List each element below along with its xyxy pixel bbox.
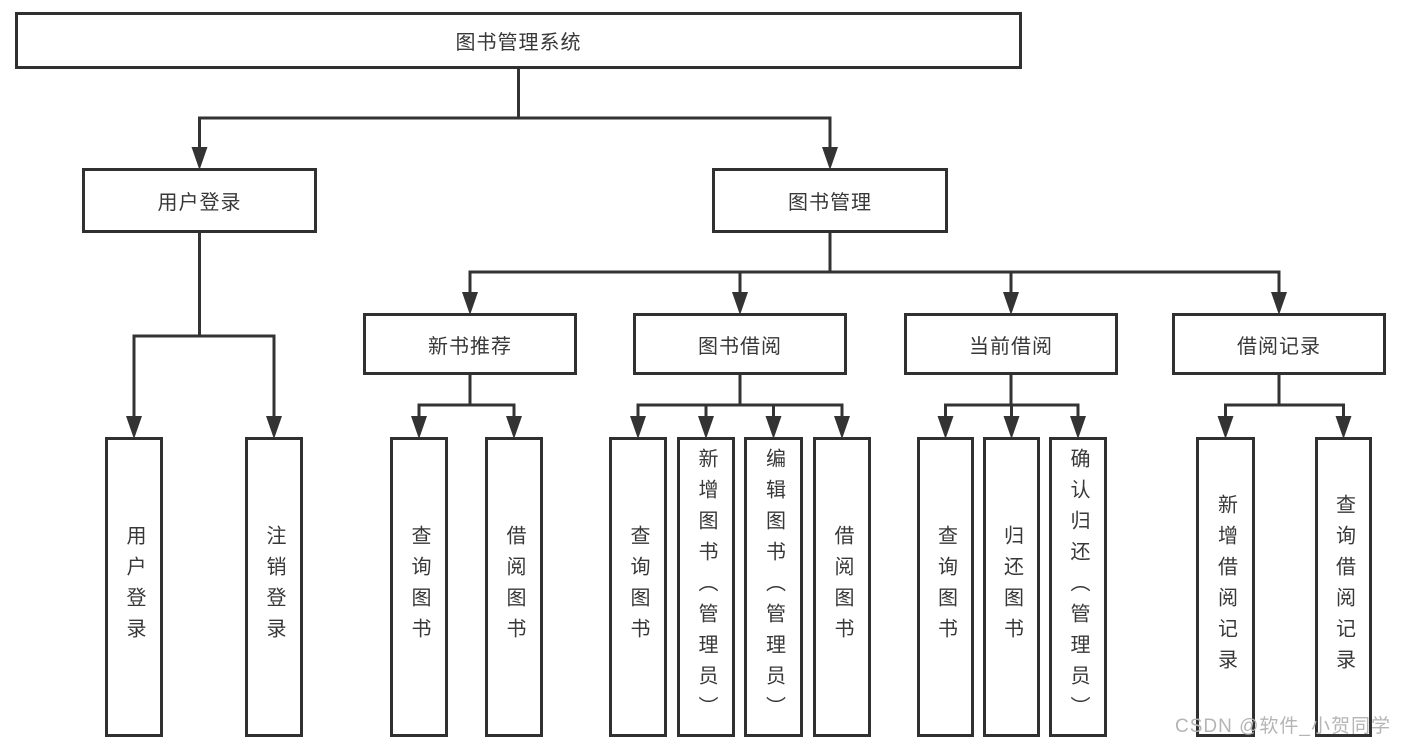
arrowhead-icon bbox=[462, 292, 478, 315]
arrowhead-icon bbox=[126, 416, 142, 439]
node-label-cur-return: 归还图书 bbox=[1000, 525, 1023, 649]
arrowhead-icon bbox=[506, 416, 522, 439]
node-label-cur-query: 查询图书 bbox=[934, 525, 957, 649]
node-label-nb-borrow: 借阅图书 bbox=[503, 525, 525, 649]
node-label-nb-query: 查询图书 bbox=[408, 525, 430, 649]
arrowhead-icon bbox=[191, 147, 208, 170]
node-bw-edit: 编辑图书（管理员） bbox=[744, 437, 803, 737]
node-label-bw-edit: 编辑图书（管理员） bbox=[762, 447, 785, 727]
node-label-mgmt: 图书管理 bbox=[788, 192, 872, 214]
node-bw-add: 新增图书（管理员） bbox=[677, 437, 735, 737]
node-cur-query: 查询图书 bbox=[917, 437, 974, 737]
node-label-bw-borrow: 借阅图书 bbox=[831, 525, 853, 649]
node-label-login: 用户登录 bbox=[157, 192, 242, 214]
arrowhead-icon bbox=[834, 416, 850, 439]
node-login-out: 注销登录 bbox=[245, 437, 303, 737]
arrowhead-icon bbox=[266, 416, 282, 439]
node-new-book: 新书推荐 bbox=[363, 313, 577, 375]
node-label-new-book: 新书推荐 bbox=[428, 335, 512, 358]
node-bw-query: 查询图书 bbox=[609, 437, 667, 737]
node-label-bw-add: 新增图书（管理员） bbox=[695, 447, 717, 727]
arrowhead-icon bbox=[1217, 416, 1234, 439]
node-cur-confirm: 确认归还（管理员） bbox=[1049, 437, 1107, 737]
node-rec-add: 新增借阅记录 bbox=[1196, 437, 1255, 737]
arrowhead-icon bbox=[1003, 416, 1020, 439]
node-label-rec-add: 新增借阅记录 bbox=[1214, 494, 1237, 680]
node-label-bw-query: 查询图书 bbox=[627, 525, 649, 649]
arrowhead-icon bbox=[732, 292, 748, 315]
node-records: 借阅记录 bbox=[1172, 313, 1386, 375]
node-rec-query: 查询借阅记录 bbox=[1315, 437, 1372, 737]
node-login-user: 用户登录 bbox=[105, 437, 163, 737]
node-nb-query: 查询图书 bbox=[390, 437, 448, 737]
node-label-cur-confirm: 确认归还（管理员） bbox=[1067, 447, 1089, 727]
node-bw-borrow: 借阅图书 bbox=[813, 437, 871, 737]
arrowhead-icon bbox=[411, 416, 427, 439]
node-cur-return: 归还图书 bbox=[983, 437, 1040, 737]
node-mgmt: 图书管理 bbox=[712, 168, 948, 233]
node-label-login-user: 用户登录 bbox=[123, 525, 145, 649]
arrowhead-icon bbox=[1335, 416, 1352, 439]
node-root: 图书管理系统 bbox=[15, 12, 1022, 69]
arrowhead-icon bbox=[765, 416, 782, 439]
csdn-watermark: CSDN @软件_小贺同学 bbox=[1175, 716, 1391, 737]
arrowhead-icon bbox=[1271, 292, 1287, 315]
node-label-rec-query: 查询借阅记录 bbox=[1332, 494, 1355, 680]
node-nb-borrow: 借阅图书 bbox=[485, 437, 543, 737]
arrowhead-icon bbox=[1070, 416, 1086, 439]
node-label-root: 图书管理系统 bbox=[455, 32, 582, 54]
node-label-borrow: 图书借阅 bbox=[698, 335, 782, 358]
node-label-current: 当前借阅 bbox=[969, 335, 1053, 358]
node-login: 用户登录 bbox=[82, 168, 317, 233]
arrowhead-icon bbox=[698, 416, 714, 439]
arrowhead-icon bbox=[937, 416, 954, 439]
node-label-login-out: 注销登录 bbox=[263, 525, 285, 649]
arrowhead-icon bbox=[630, 416, 646, 439]
arrowhead-icon bbox=[1003, 292, 1019, 315]
node-borrow: 图书借阅 bbox=[633, 313, 847, 375]
node-current: 当前借阅 bbox=[904, 313, 1118, 375]
arrowhead-icon bbox=[822, 147, 838, 170]
node-label-records: 借阅记录 bbox=[1237, 335, 1321, 358]
